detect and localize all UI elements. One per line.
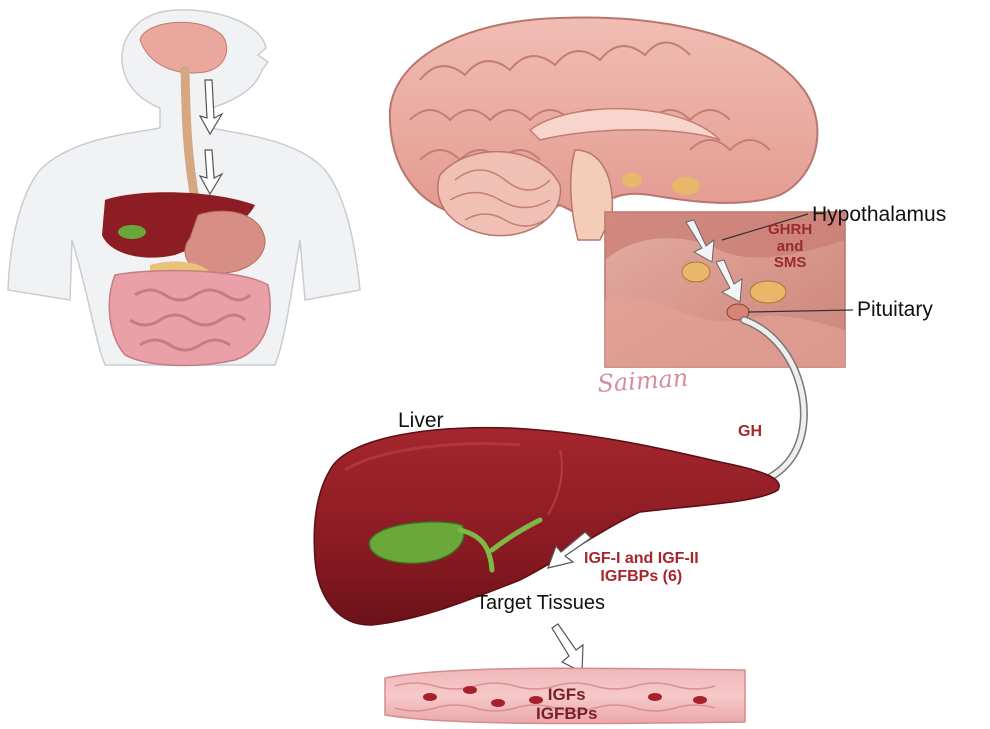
vessel-line-2: IGFBPs (536, 705, 597, 724)
igf-line-2: IGFBPs (6) (584, 568, 699, 586)
vessel-arrow (552, 624, 583, 672)
ghrh-sms-label: GHRH and SMS (768, 222, 812, 272)
target-tissues-label: Target Tissues (476, 592, 605, 614)
vessel-line-1: IGFs (536, 686, 597, 705)
brain-sagittal (390, 18, 818, 240)
cerebellum (438, 152, 561, 236)
artist-signature: Saiman (596, 364, 689, 398)
human-torso-figure (8, 10, 360, 366)
small-gallbladder (118, 225, 146, 239)
vessel-label: IGFs IGFBPs (536, 686, 597, 723)
inset-gland-left (682, 262, 710, 282)
ghrh-line-3: SMS (768, 255, 812, 272)
liver-label: Liver (398, 409, 444, 432)
pituitary-small (622, 173, 642, 187)
gh-label: GH (738, 423, 762, 441)
hypothalamus-small (672, 177, 700, 195)
inset-gland-right (750, 281, 786, 303)
pituitary-label: Pituitary (857, 298, 933, 321)
hypothalamus-label: Hypothalamus (812, 203, 946, 226)
ghrh-line-2: and (768, 239, 812, 256)
igf-label: IGF-I and IGF-II IGFBPs (6) (584, 550, 699, 585)
igf-line-1: IGF-I and IGF-II (584, 550, 699, 568)
ghrh-line-1: GHRH (768, 222, 812, 239)
